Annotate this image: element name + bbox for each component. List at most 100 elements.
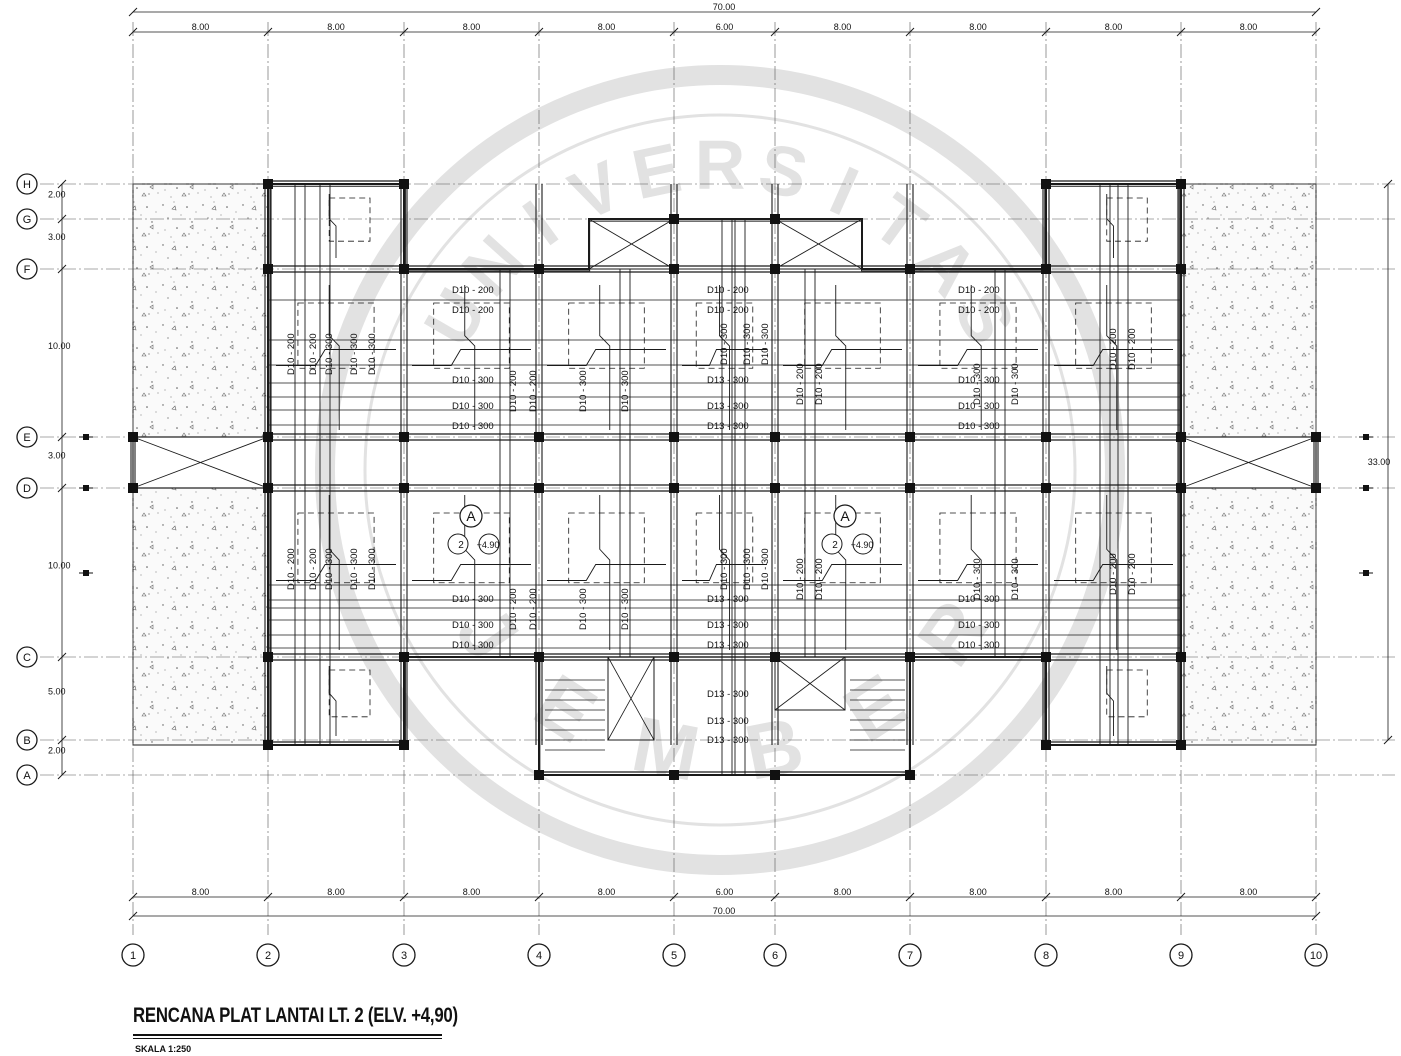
top-rebar-zone bbox=[568, 302, 645, 369]
lift-shaft-cross bbox=[774, 656, 846, 711]
opening-cross bbox=[132, 436, 269, 489]
rebar-label: D10 - 200 bbox=[958, 305, 1000, 316]
rebar-label: D10 - 300 bbox=[578, 588, 589, 630]
rebar-label: D13 - 300 bbox=[707, 689, 749, 700]
dimension-tick bbox=[770, 892, 780, 902]
column bbox=[399, 740, 409, 750]
column bbox=[770, 432, 780, 442]
top-rebar-zone bbox=[804, 512, 881, 584]
rebar-label: D10 - 200 bbox=[508, 370, 519, 412]
column bbox=[534, 432, 544, 442]
section-mark-elev: +4.90 bbox=[477, 540, 500, 550]
top-rebar-zone bbox=[939, 302, 1017, 369]
column bbox=[669, 214, 679, 224]
rebar-label: D10 - 300 bbox=[972, 558, 983, 600]
column bbox=[1041, 179, 1051, 189]
section-mark-sheet-circle bbox=[821, 533, 843, 555]
dimension-tick bbox=[905, 892, 915, 902]
rebar-label: D10 - 200 bbox=[308, 548, 319, 590]
top-rebar-zone bbox=[297, 302, 375, 369]
grid-bubble-row bbox=[16, 477, 38, 499]
grid-bubble-column bbox=[527, 943, 551, 967]
column bbox=[669, 770, 679, 780]
grid-label-row: E bbox=[23, 432, 30, 444]
grid-bubble-row bbox=[16, 729, 38, 751]
column bbox=[1041, 740, 1051, 750]
drawing-title: RENCANA PLAT LANTAI LT. 2 (ELV. +4,90) bbox=[133, 1004, 458, 1027]
lift-shaft bbox=[607, 656, 655, 741]
opening-cross bbox=[588, 218, 675, 270]
bent-bar-horizontal bbox=[547, 564, 666, 581]
grid-bubble-column bbox=[662, 943, 686, 967]
rebar-label: D13 - 300 bbox=[707, 401, 749, 412]
rebar-label: D10 - 300 bbox=[958, 421, 1000, 432]
rebar-label: D13 - 300 bbox=[707, 375, 749, 386]
rebar-label: D13 - 300 bbox=[707, 640, 749, 651]
overall-width-dimension: 70.00 bbox=[713, 2, 736, 12]
bent-bar-vertical bbox=[970, 495, 982, 650]
bent-bar-horizontal bbox=[1054, 564, 1173, 581]
section-mark-letter: A bbox=[466, 508, 476, 524]
column bbox=[770, 264, 780, 274]
rebar-label: D10 - 200 bbox=[958, 285, 1000, 296]
grid-label-row: B bbox=[23, 735, 30, 747]
grid-bubble-row bbox=[16, 646, 38, 668]
bay-dimension: 8.00 bbox=[598, 22, 616, 32]
grid-label-column: 2 bbox=[265, 950, 271, 962]
top-rebar-zone bbox=[1106, 197, 1148, 242]
rebar-label: D10 - 300 bbox=[578, 370, 589, 412]
rebar-label: D10 - 200 bbox=[795, 363, 806, 405]
bent-bar-horizontal bbox=[547, 349, 666, 366]
watermark-letter: M bbox=[626, 699, 707, 798]
rebar-label: D10 - 300 bbox=[742, 323, 753, 365]
rebar-label: D10 - 200 bbox=[814, 363, 825, 405]
bent-bar-horizontal bbox=[276, 349, 396, 366]
dimension-tick bbox=[669, 892, 679, 902]
dimension-tick bbox=[57, 735, 67, 745]
watermark-letter: V bbox=[559, 146, 634, 236]
watermark-letter: S bbox=[753, 128, 815, 214]
watermark-letter: I bbox=[510, 186, 572, 261]
grid-bubble-row bbox=[16, 173, 38, 195]
grid-label-column: 3 bbox=[401, 950, 407, 962]
bent-bar-horizontal bbox=[918, 564, 1038, 581]
bay-dimension: 6.00 bbox=[716, 22, 734, 32]
dimension-tick bbox=[57, 652, 67, 662]
rebar-label: D10 - 300 bbox=[958, 401, 1000, 412]
column bbox=[905, 483, 915, 493]
column bbox=[534, 770, 544, 780]
grid-label-column: 5 bbox=[671, 950, 677, 962]
bent-bar-vertical bbox=[1106, 666, 1114, 736]
dimension-tick bbox=[1311, 911, 1321, 921]
top-rebar-zone bbox=[297, 512, 375, 584]
bent-bar-vertical bbox=[970, 285, 982, 430]
dimension-tick bbox=[1041, 892, 1051, 902]
top-rebar-zone bbox=[695, 302, 754, 369]
bay-dimension: 8.00 bbox=[1105, 22, 1123, 32]
grid-bubble-column bbox=[121, 943, 145, 967]
column bbox=[263, 179, 273, 189]
column bbox=[1041, 652, 1051, 662]
section-mark-sheet-circle bbox=[447, 533, 469, 555]
column bbox=[905, 264, 915, 274]
title-underline bbox=[133, 1034, 442, 1036]
column bbox=[1041, 483, 1051, 493]
column bbox=[263, 652, 273, 662]
top-rebar-zone bbox=[433, 512, 510, 584]
rebar-label: D10 - 200 bbox=[1127, 328, 1138, 370]
column bbox=[669, 483, 679, 493]
column bbox=[1311, 483, 1321, 493]
bent-bar-vertical bbox=[464, 285, 476, 430]
bay-dimension: 8.00 bbox=[1240, 22, 1258, 32]
column bbox=[770, 770, 780, 780]
dimension-tick bbox=[1176, 27, 1186, 37]
bay-dimension: 8.00 bbox=[598, 887, 616, 897]
column bbox=[534, 264, 544, 274]
bent-bar-horizontal bbox=[412, 349, 531, 366]
section-mark-sheet: 2 bbox=[832, 540, 838, 551]
column bbox=[534, 652, 544, 662]
column bbox=[263, 483, 273, 493]
dimension-tick bbox=[128, 892, 138, 902]
